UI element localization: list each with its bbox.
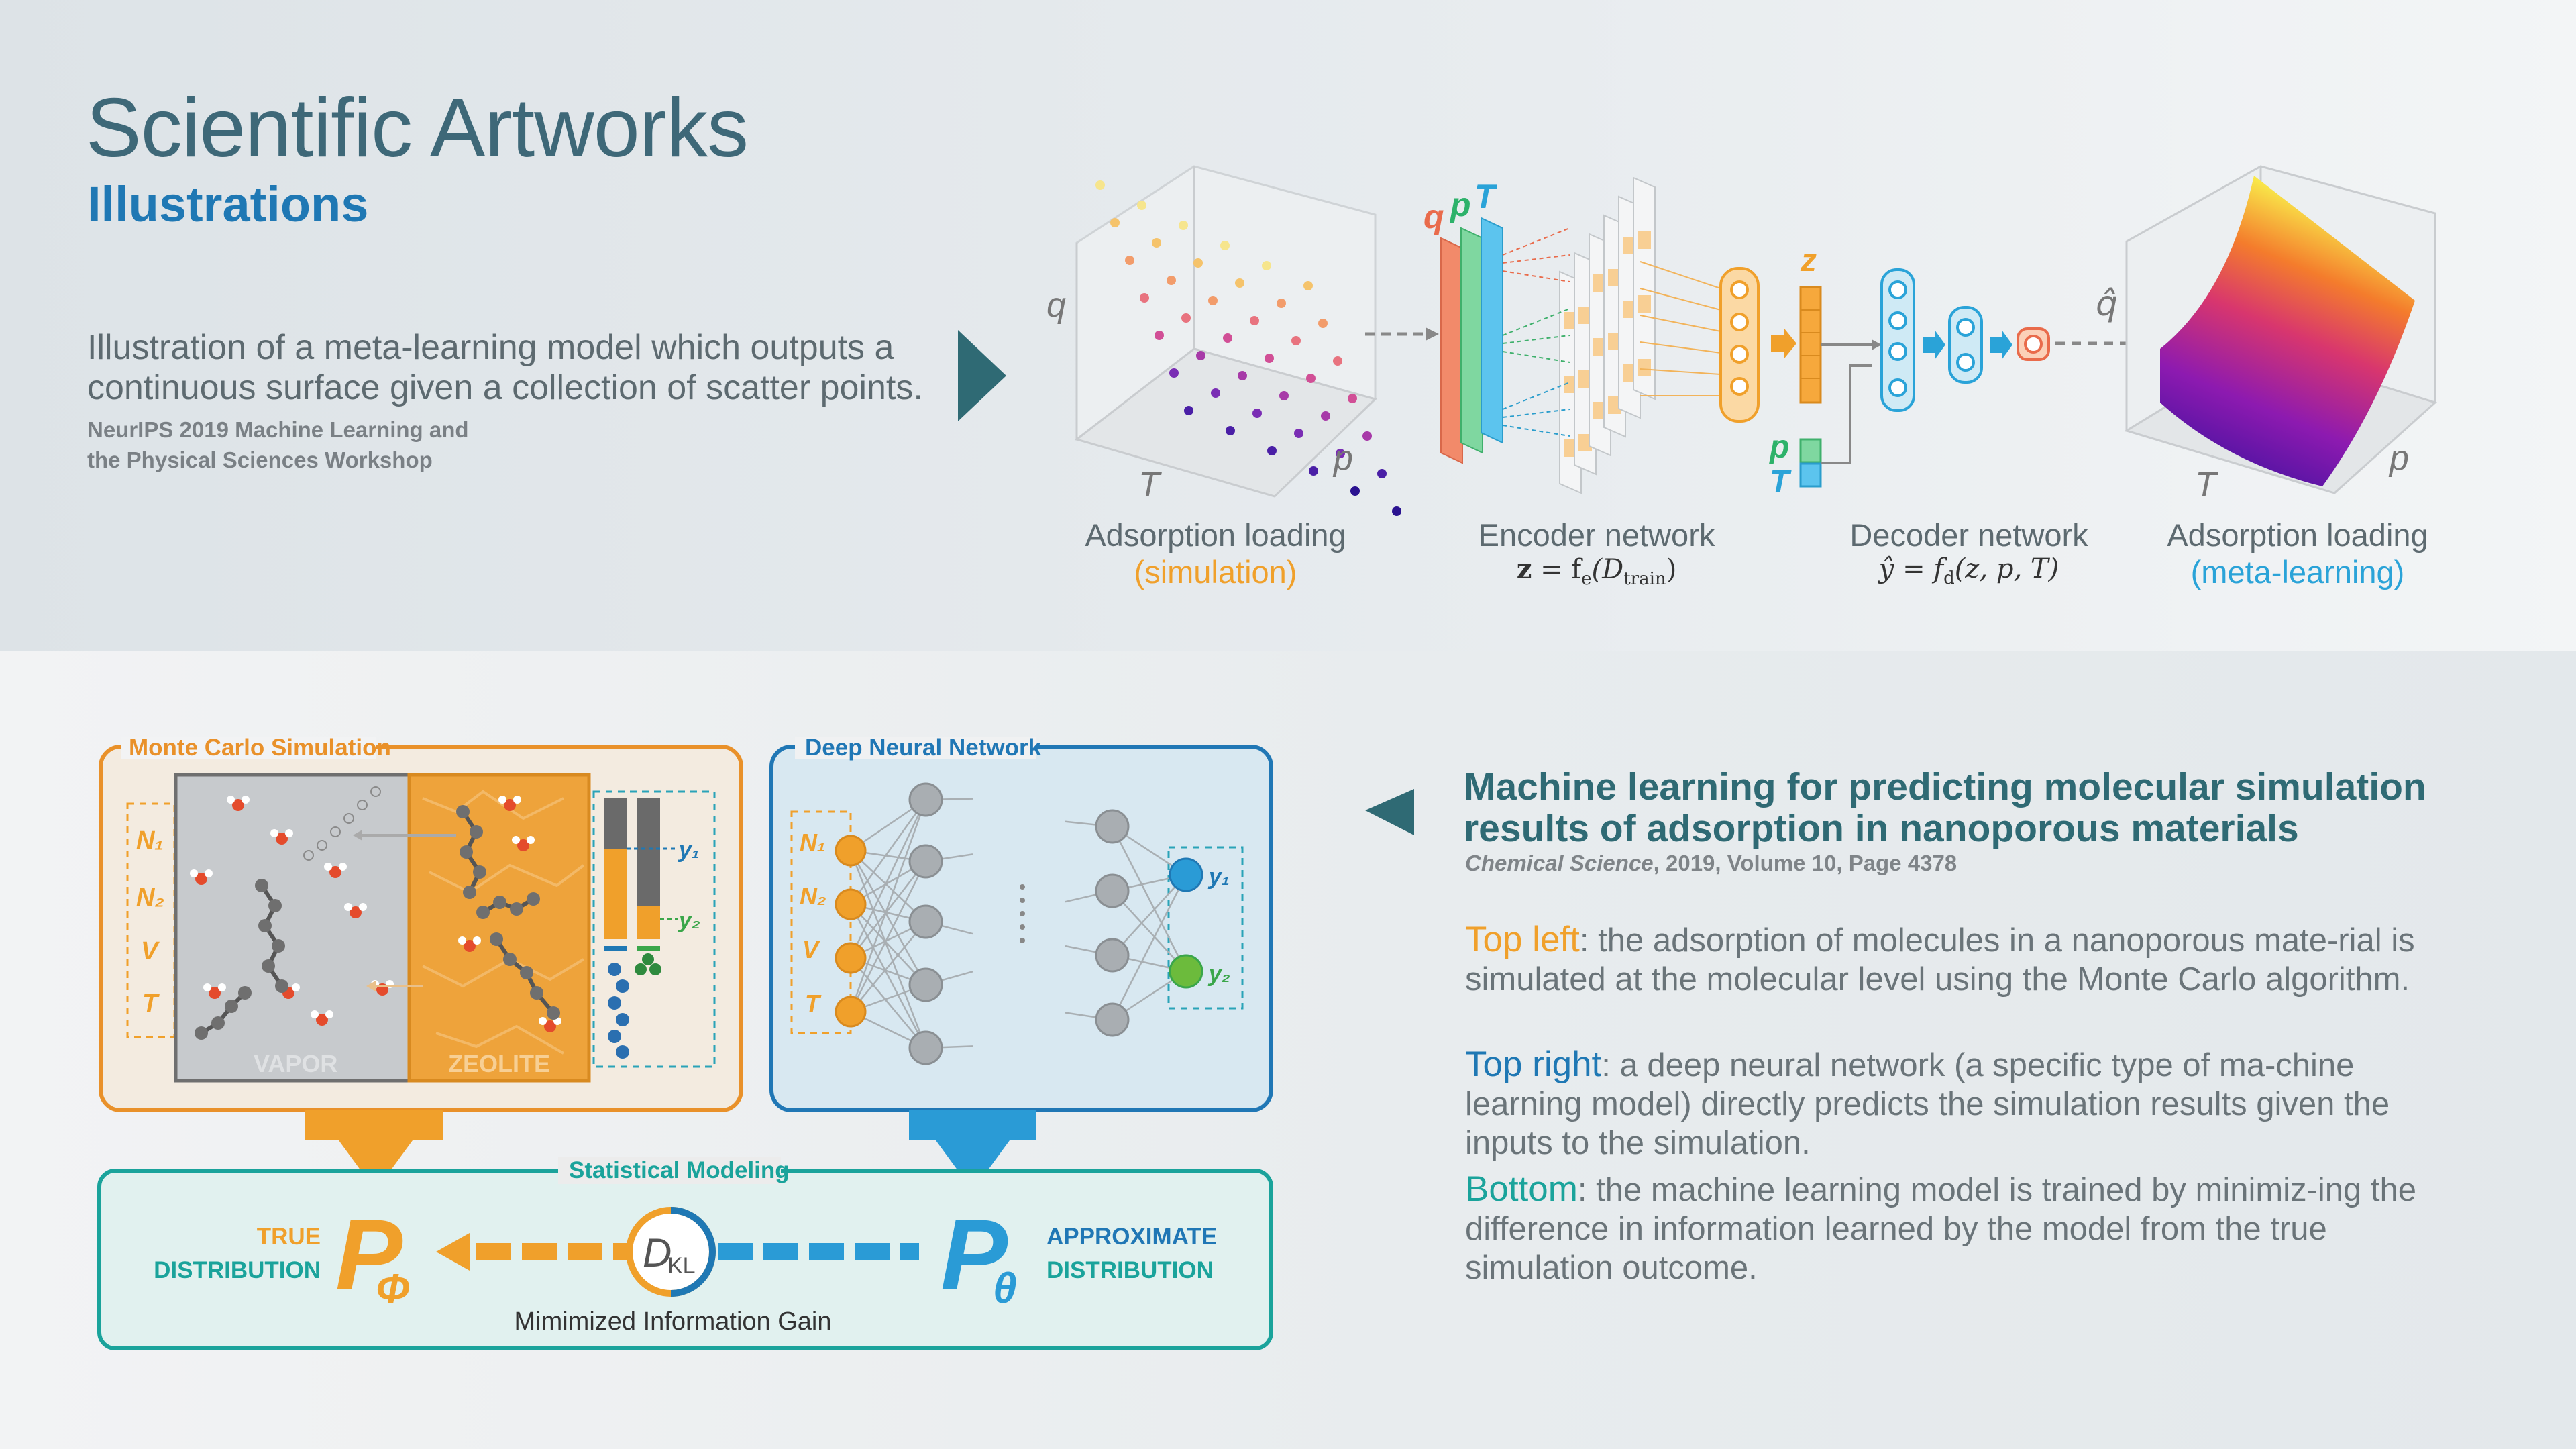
dnn-hidden-node <box>1096 939 1128 971</box>
vapor-region <box>176 775 409 1081</box>
dnn-input-label: N₁ <box>800 828 826 856</box>
paragraph-bottom: Bottom: the machine learning model is tr… <box>1465 1170 2418 1287</box>
mc-output-y1: y₁ <box>678 837 700 863</box>
dnn-input-node <box>836 836 865 865</box>
monte-carlo-title: Monte Carlo Simulation <box>129 735 391 761</box>
mc-output-y2: y₂ <box>678 908 700 933</box>
paragraph-label: Bottom <box>1465 1169 1578 1209</box>
dnn-output-y2: y₂ <box>1208 961 1230 987</box>
dkl-subscript: KL <box>667 1253 696 1279</box>
dnn-output-node <box>1170 859 1202 891</box>
paragraph-label: Top right <box>1465 1044 1601 1084</box>
vapor-label: VAPOR <box>254 1050 337 1077</box>
zeolite-label: ZEOLITE <box>448 1050 550 1077</box>
dnn-input-label: N₂ <box>800 882 826 910</box>
ml-title: Machine learning for predicting molecula… <box>1464 766 2470 849</box>
mc-input-label: T <box>142 989 160 1018</box>
dnn-hidden-node <box>1096 810 1128 843</box>
dnn-input-node <box>836 943 865 973</box>
dnn-hidden-node <box>1096 875 1128 907</box>
dnn-hidden-node <box>910 845 942 877</box>
dnn-hidden-node <box>910 784 942 816</box>
paragraph-text: : a deep neural network (a specific type… <box>1465 1047 2390 1161</box>
phi-subscript: Φ <box>376 1266 410 1312</box>
mc-input-label: N₂ <box>136 883 164 912</box>
dnn-input-node <box>836 890 865 919</box>
approx-dist-line1: APPROXIMATE <box>1046 1224 1217 1250</box>
mc-input-label: N₁ <box>136 826 164 855</box>
paragraph-text: : the machine learning model is trained … <box>1465 1172 2416 1286</box>
dnn-output-y1: y₁ <box>1208 864 1230 890</box>
paragraph-label: Top left <box>1465 920 1580 959</box>
dnn-hidden-node <box>1096 1004 1128 1036</box>
stats-caption: Mimimized Information Gain <box>514 1307 831 1336</box>
approx-dist-line2: DISTRIBUTION <box>1046 1257 1214 1283</box>
pointer-left-icon <box>1365 789 1414 835</box>
paragraph-top-left: Top left: the adsorption of molecules in… <box>1465 920 2418 999</box>
mc-input-label: V <box>141 937 160 965</box>
dnn-output-node <box>1170 955 1202 987</box>
ml-venue-journal: Chemical Science <box>1465 851 1654 875</box>
paragraph-top-right: Top right: a deep neural network (a spec… <box>1465 1045 2418 1163</box>
ml-venue-rest: , 2019, Volume 10, Page 4378 <box>1654 851 1957 875</box>
stats-title: Statistical Modeling <box>569 1157 790 1183</box>
dnn-title: Deep Neural Network <box>805 735 1042 761</box>
dnn-hidden-node <box>910 906 942 938</box>
dnn-hidden-node <box>910 969 942 1001</box>
dnn-input-label: V <box>802 936 820 963</box>
dnn-input-label: T <box>805 989 822 1017</box>
dnn-input-node <box>836 997 865 1026</box>
paragraph-text: : the adsorption of molecules in a nanop… <box>1465 922 2415 998</box>
true-dist-line1: TRUE <box>257 1224 321 1250</box>
ml-venue: Chemical Science, 2019, Volume 10, Page … <box>1465 851 2069 876</box>
dnn-hidden-node <box>910 1032 942 1064</box>
true-dist-line2: DISTRIBUTION <box>154 1257 321 1283</box>
theta-subscript: θ <box>993 1264 1017 1312</box>
